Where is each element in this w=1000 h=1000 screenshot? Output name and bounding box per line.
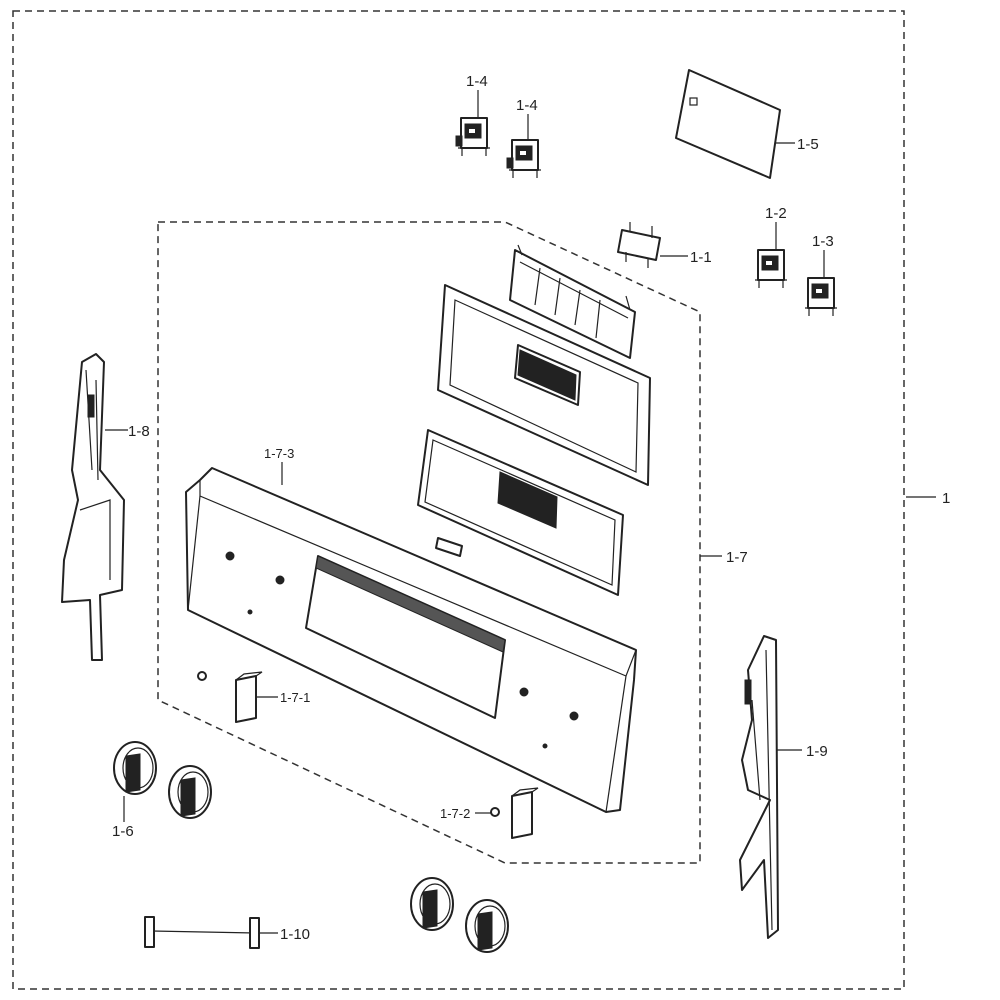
label-1-5: 1-5	[797, 136, 819, 153]
knob-1-6-a	[113, 741, 157, 795]
switch-1-3	[805, 277, 837, 316]
label-1-4-left: 1-4	[466, 73, 488, 90]
label-1-7-1: 1-7-1	[280, 690, 310, 705]
label-1-8: 1-8	[128, 423, 150, 440]
screw-1-7-2-b	[197, 671, 207, 681]
display-window-panel	[417, 429, 624, 596]
label-1-10: 1-10	[280, 926, 310, 943]
switch-1-4-right	[506, 139, 541, 178]
bracket-1-1	[617, 222, 661, 268]
clip	[435, 537, 463, 557]
label-1-7-2: 1-7-2	[440, 806, 470, 821]
switch-1-4-left	[455, 117, 490, 156]
label-sheet-1-5	[675, 69, 781, 179]
wire-1-10	[144, 916, 260, 949]
label-1-2: 1-2	[765, 205, 787, 222]
assembly-1-boundary	[12, 10, 905, 990]
switch-1-2	[755, 249, 787, 288]
knob-1-6-d	[465, 899, 509, 953]
control-panel-1-7-3	[185, 467, 637, 813]
label-1-7-3: 1-7-3	[264, 446, 294, 461]
control-board-frame	[509, 244, 636, 359]
part-labels: 1 1-1 1-2 1-3 1-4 1-4 1-5 1-6 1-7 1-7-1 …	[112, 73, 950, 943]
leader-lines	[105, 90, 936, 934]
spacer-1-7-1-b	[511, 787, 539, 839]
label-1-7: 1-7	[726, 549, 748, 566]
label-1-9: 1-9	[806, 743, 828, 760]
knob-1-6-b	[168, 765, 212, 819]
label-1-3: 1-3	[812, 233, 834, 250]
spacer-1-7-1	[235, 671, 263, 723]
knob-1-6-c	[410, 877, 454, 931]
screw-1-7-2	[490, 807, 500, 817]
end-cap-1-9	[739, 635, 779, 939]
label-1-6: 1-6	[112, 823, 134, 840]
end-cap-1-8	[61, 353, 125, 661]
gasket-frame	[437, 284, 651, 486]
label-1: 1	[942, 490, 950, 507]
label-1-4-right: 1-4	[516, 97, 538, 114]
label-1-1: 1-1	[690, 249, 712, 266]
